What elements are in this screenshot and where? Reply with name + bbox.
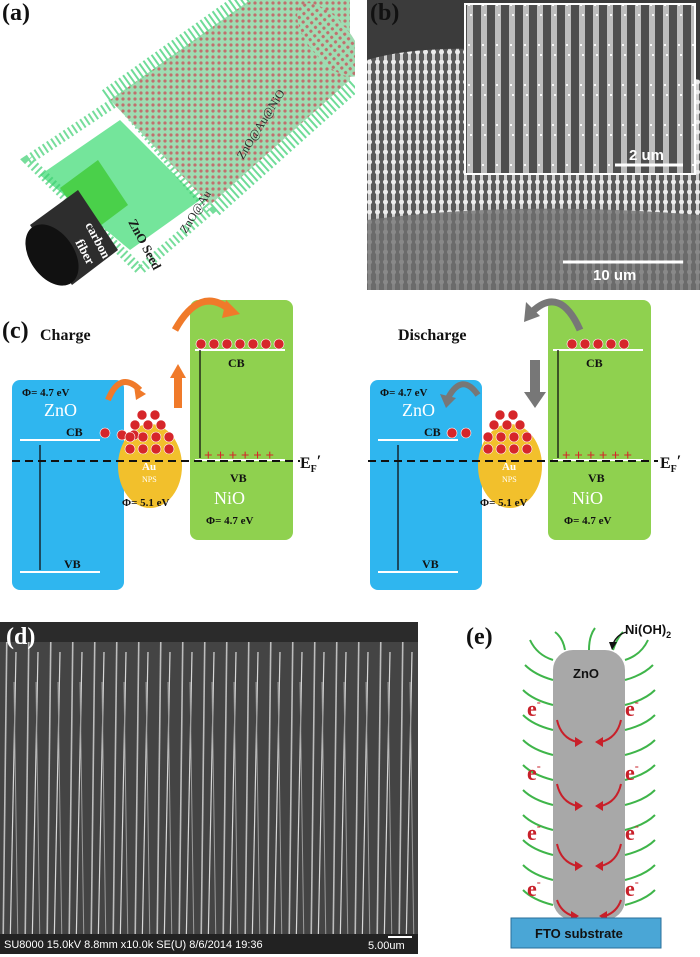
charge-nio-cb: CB [228,356,245,370]
charge-electrons [99,338,285,455]
discharge-au: Au [502,461,516,473]
panel-c-band-diagram: Charge Φ= 4.7 eV ZnO CB VB Au NPS Φ= 5.1… [12,297,681,590]
charge-au: Au [142,461,156,473]
svg-text:e-: e- [527,819,541,845]
panel-e-schematic: ZnO Ni(OH)2 e- e- e- e- e- e- e- e- [510,622,671,949]
nioh2-wires [522,627,656,906]
charge-zno-vb: VB [64,557,81,571]
charge-zno-name: ZnO [44,400,77,420]
discharge-nio-phi: Φ= 4.7 eV [564,515,612,527]
discharge-zno-phi: Φ= 4.7 eV [380,387,428,399]
fto-substrate [510,917,662,949]
discharge-ef: EF′ [660,453,681,475]
charge-title: Charge [40,327,91,344]
main-scale-text: 10 um [593,267,636,284]
svg-text:e-: e- [625,759,639,785]
discharge-nio-name: NiO [572,488,603,508]
discharge-zno-vb: VB [422,557,439,571]
discharge-nio-cb: CB [586,356,603,370]
sem-inset [464,3,696,175]
panel-d-label: (d) [6,624,36,650]
svg-text:e-: e- [625,695,639,721]
panel-e-label: (e) [466,624,493,650]
fto-substrate-label: FTO substrate [535,926,623,941]
zno-rod-label: ZnO [573,666,599,681]
zno-au-nio-cylinder [101,0,355,216]
charge-diagram: Charge Φ= 4.7 eV ZnO CB VB Au NPS Φ= 5.1… [12,297,321,590]
discharge-nio-block [548,300,651,540]
discharge-diagram: Discharge Φ= 4.7 eV ZnO CB VB Au NPS Φ= … [368,298,681,590]
panel-b-label: (b) [370,0,400,26]
svg-text:e-: e- [527,695,541,721]
panel-d-sem-image: SU8000 15.0kV 8.8mm x10.0k SE(U) 8/6/201… [0,622,418,954]
charge-arrow-zno [105,379,143,402]
discharge-title: Discharge [398,327,466,344]
discharge-nio-vb: VB [588,471,605,485]
charge-nio-vb: VB [230,471,247,485]
discharge-arrow-top [529,298,584,332]
sem-scale-text: 5.00um [368,940,405,952]
svg-text:e-: e- [625,819,639,845]
sem-info-bar: SU8000 15.0kV 8.8mm x10.0k SE(U) 8/6/201… [4,939,263,951]
charge-au-phi: Φ= 5.1 eV [122,497,170,509]
panel-a-label: (a) [2,0,30,26]
charge-nio-phi: Φ= 4.7 eV [206,515,254,527]
carbon-fiber [25,190,118,286]
panel-a-figure: ZnO@Au@NiO ZnO@Au ZnO Seed carbon fiber [20,0,355,286]
svg-text:e-: e- [625,875,639,901]
charge-nio-block [190,300,293,540]
zno-rod [553,650,625,920]
panel-b-sem-image: 2 um 10 um [367,0,700,290]
discharge-au-phi: Φ= 5.1 eV [480,497,528,509]
charge-nps: NPS [142,475,157,484]
inset-scale-text: 2 um [629,147,664,164]
charge-zno-cb: CB [66,425,83,439]
discharge-zno-cb: CB [424,425,441,439]
svg-text:e-: e- [527,875,541,901]
charge-ef: EF′ [300,453,321,475]
discharge-electrons [446,338,630,455]
charge-arrow-top [171,297,233,332]
panel-c-label: (c) [2,318,29,344]
discharge-zno-name: ZnO [402,400,435,420]
discharge-nps: NPS [502,475,517,484]
zno-seed-layer [60,160,128,232]
svg-text:e-: e- [527,759,541,785]
discharge-arrow-zno [445,381,481,400]
charge-zno-phi: Φ= 4.7 eV [22,387,70,399]
nioh2-label: Ni(OH)2 [625,622,671,640]
electron-labels: e- e- e- e- e- e- e- e- [527,695,639,901]
charge-nio-name: NiO [214,488,245,508]
